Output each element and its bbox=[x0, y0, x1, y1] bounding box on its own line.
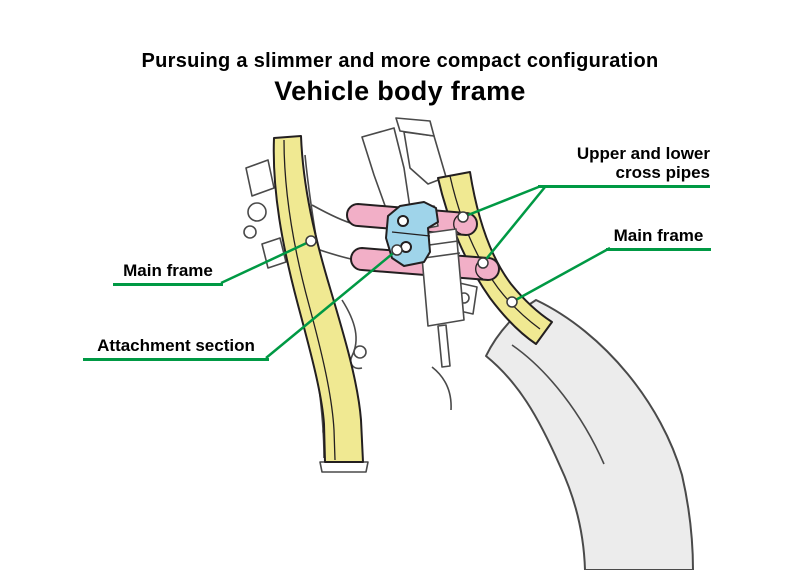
pointer-dots bbox=[305, 211, 518, 308]
pointer-dot-attachment bbox=[391, 244, 403, 256]
attachment-bolt bbox=[397, 215, 409, 227]
pointer-dot-main-frame-left bbox=[305, 235, 317, 247]
engine-bolt bbox=[247, 202, 267, 222]
leader-lower-cross-pipe bbox=[482, 186, 546, 264]
label-cross-pipes-line1: Upper and lower bbox=[576, 144, 710, 163]
page-subtitle: Vehicle body frame bbox=[274, 76, 526, 106]
steering-head-right bbox=[403, 131, 447, 185]
label-main-frame-right: Main frame bbox=[606, 226, 711, 251]
main-frame-left-tube bbox=[272, 135, 364, 463]
label-main-frame-left: Main frame bbox=[113, 261, 223, 286]
leader-attachment-section bbox=[265, 249, 398, 359]
main-frame-left-edge bbox=[283, 139, 336, 461]
attachment-ridge-line bbox=[391, 231, 431, 237]
leader-main-frame-left bbox=[220, 239, 312, 285]
shock-linkage bbox=[431, 366, 452, 411]
steering-cap bbox=[395, 117, 435, 137]
pointer-dot-lower-pipe bbox=[477, 257, 489, 269]
label-cross-pipes: Upper and lower cross pipes bbox=[538, 144, 710, 188]
leader-upper-cross-pipe bbox=[462, 184, 542, 219]
label-cross-pipes-line2: cross pipes bbox=[615, 163, 711, 182]
shock-ring-line bbox=[423, 252, 461, 259]
shock-rod bbox=[437, 324, 451, 368]
engine-hanger bbox=[341, 299, 363, 370]
leader-lines bbox=[220, 184, 611, 359]
steering-head bbox=[361, 127, 411, 215]
page-title: Pursuing a slimmer and more compact conf… bbox=[141, 50, 659, 72]
engine-bracket bbox=[245, 159, 275, 197]
engine-bolt bbox=[243, 225, 257, 239]
pointer-dot-upper-pipe bbox=[457, 211, 469, 223]
main-frame-right-edge bbox=[449, 175, 541, 330]
hanger-bolt bbox=[353, 345, 367, 359]
pointer-dot-main-frame-right bbox=[506, 296, 518, 308]
leader-main-frame-right bbox=[511, 246, 611, 304]
label-attachment-section: Attachment section bbox=[83, 336, 269, 361]
lower-cross-member bbox=[319, 461, 369, 473]
fender-inner-line bbox=[511, 344, 605, 465]
